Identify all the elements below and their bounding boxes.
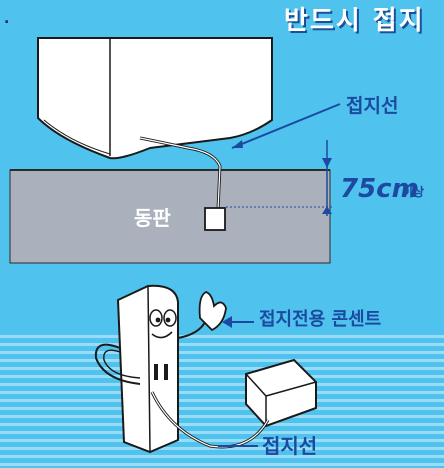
ground-wire-label: 접지선 xyxy=(346,95,399,117)
outlet-eye-right xyxy=(163,309,177,327)
ground-block xyxy=(9,169,331,264)
outlet-hand-right xyxy=(198,291,227,332)
grounding-outlet-label: 접지전용 콘센트 xyxy=(259,309,382,330)
plug-box xyxy=(245,358,317,428)
distance-value: 75cm xyxy=(340,174,419,204)
copper-plate xyxy=(204,207,226,231)
ground-wire-leader xyxy=(231,103,341,149)
outlet-arm-left xyxy=(94,343,141,385)
outlet-eye-left xyxy=(149,309,163,327)
appliance-bottom-shadow xyxy=(43,119,111,155)
outlet-mouth xyxy=(151,331,173,339)
ground-wire-label-bottom: 접지선 xyxy=(262,434,318,458)
page-title: 반드시 접지 xyxy=(284,6,425,36)
copper-plate-label: 동판 xyxy=(134,206,171,230)
distance-suffix: 이상 xyxy=(402,185,425,199)
corner-mark: . xyxy=(4,11,10,27)
appliance-body xyxy=(37,37,273,160)
